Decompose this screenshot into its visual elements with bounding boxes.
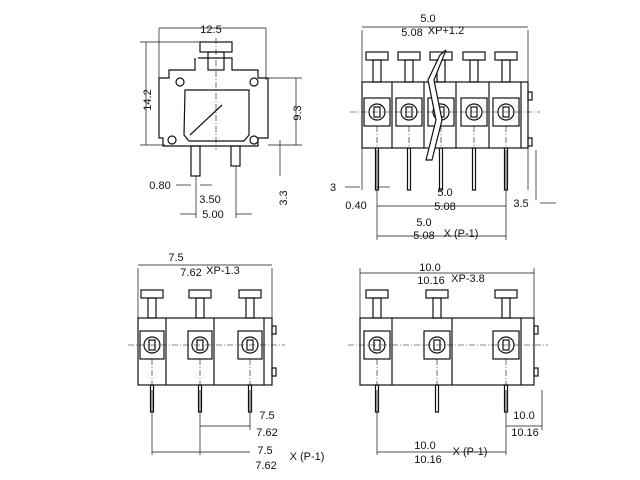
clamp-square <box>246 339 254 351</box>
wire-entry <box>143 336 161 354</box>
actuator-lever <box>365 51 389 61</box>
clamp-square <box>502 339 510 351</box>
wire-entry <box>191 336 209 354</box>
dim-left-offset: 3 <box>330 182 336 194</box>
dim-pin-thickness: 0.40 <box>345 200 366 212</box>
dim-span-bottom: 10.16 <box>414 454 442 466</box>
clamp-square <box>373 106 381 118</box>
actuator-stem <box>404 59 414 83</box>
dim-right-offset: 3.5 <box>513 198 528 210</box>
dim-span-bottom: 7.62 <box>255 460 276 472</box>
multi-pole-7-5mm-view: 7.5 7.62 XP-1.3 7.5 7.62 7.5 7.62 X (P-1… <box>128 252 324 472</box>
dim-overall-top: 5.0 <box>420 13 435 25</box>
actuator-stem <box>501 297 511 319</box>
clamp-square <box>433 339 441 351</box>
dim-overall-top: 10.0 <box>419 262 440 274</box>
clamp-square <box>470 106 478 118</box>
actuator-stem <box>469 59 479 83</box>
multi-pole-5mm-view: 5.0 5.08 XP+1.2 3 0.40 5.0 5.08 3.5 5.0 … <box>330 13 556 242</box>
actuator-lever <box>140 289 164 299</box>
dim-span-formula: X (P-1) <box>444 228 479 240</box>
clamp-square <box>373 339 381 351</box>
dim-pitch-bottom: 7.62 <box>256 427 277 439</box>
clamp-square <box>196 339 204 351</box>
dim-pin-length: 3.3 <box>278 190 290 205</box>
dim-overall-formula: XP-3.8 <box>451 273 485 285</box>
dim-pin-width: 0.80 <box>149 180 170 192</box>
dim-span-bottom: 5.08 <box>413 230 434 242</box>
wire-entry <box>400 103 418 121</box>
dim-pitch-top: 7.5 <box>259 410 274 422</box>
actuator-stem <box>432 297 442 319</box>
dim-pin-span: 5.00 <box>202 209 223 221</box>
multi-pole-10mm-view: 10.0 10.16 XP-3.8 10.0 10.16 10.0 10.16 … <box>348 262 548 466</box>
actuator-lever <box>494 51 518 61</box>
actuator-lever <box>425 289 449 299</box>
dim-overall-bottom: 10.16 <box>417 275 445 287</box>
wire-entry <box>465 103 483 121</box>
solder-pin <box>406 147 412 191</box>
actuator-stem <box>195 297 205 319</box>
dim-pitch-top: 5.0 <box>437 187 452 199</box>
actuator-stem <box>372 297 382 319</box>
side-view: 12.5 14.2 9.3 0.80 3.50 5.00 3.3 <box>140 24 304 221</box>
actuator-stem <box>372 59 382 83</box>
dim-overall-formula: XP-1.3 <box>206 265 240 277</box>
solder-pin <box>434 384 440 413</box>
wire-entry <box>428 336 446 354</box>
dim-pitch-bottom: 5.08 <box>434 201 455 213</box>
wire-entry <box>497 103 515 121</box>
actuator-lever <box>238 289 262 299</box>
wire-entry <box>368 103 386 121</box>
actuator-lever <box>188 289 212 299</box>
actuator-stem <box>147 297 157 319</box>
dim-pitch-bottom: 10.16 <box>511 427 539 439</box>
dim-span-top: 10.0 <box>414 440 435 452</box>
wire-entry <box>368 336 386 354</box>
clamp-square <box>405 106 413 118</box>
dim-width: 12.5 <box>200 24 221 36</box>
dim-span-formula: X (P-1) <box>290 451 325 463</box>
dim-overall-top: 7.5 <box>168 252 183 264</box>
dim-span-top: 7.5 <box>257 445 272 457</box>
dim-pitch-top: 10.0 <box>513 410 534 422</box>
dim-overall-formula: XP+1.2 <box>428 25 464 37</box>
wire-entry <box>241 336 259 354</box>
clamp-square <box>148 339 156 351</box>
actuator-stem <box>245 297 255 319</box>
wire-entry <box>497 336 515 354</box>
dim-height: 14.2 <box>142 89 154 110</box>
solder-pin <box>471 147 477 191</box>
actuator-lever <box>462 51 486 61</box>
clamp-square <box>502 106 510 118</box>
actuator-stem <box>501 59 511 83</box>
solder-pin <box>438 147 444 191</box>
dim-pin-offset: 3.50 <box>199 194 220 206</box>
dim-body-height: 9.3 <box>292 105 304 120</box>
actuator-lever <box>365 289 389 299</box>
dim-overall-bottom: 5.08 <box>401 27 422 39</box>
actuator-lever <box>494 289 518 299</box>
dim-span-top: 5.0 <box>416 217 431 229</box>
dim-span-formula: X (P-1) <box>453 446 488 458</box>
dim-overall-bottom: 7.62 <box>180 267 201 279</box>
actuator-lever <box>397 51 421 61</box>
